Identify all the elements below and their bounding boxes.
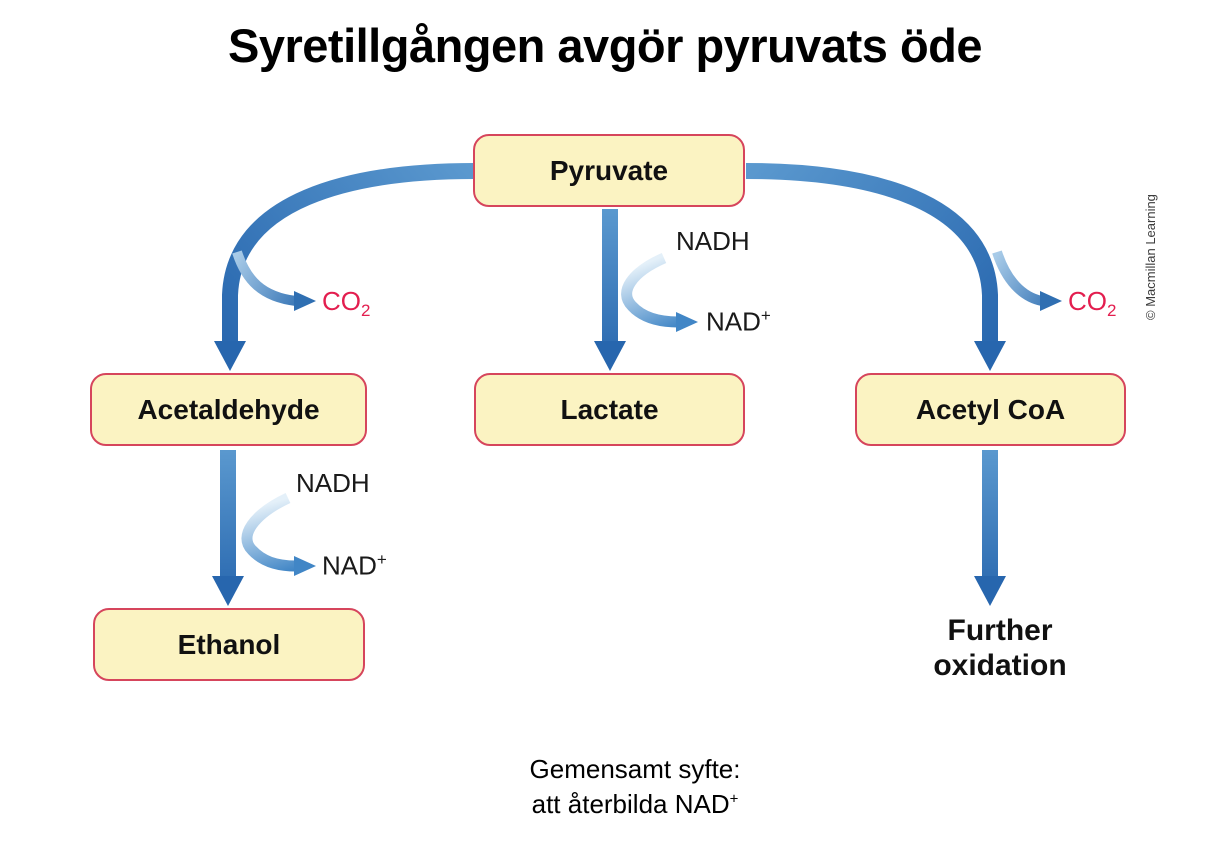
further-oxidation-line1: Further — [947, 614, 1053, 647]
node-further-oxidation: Further oxidation — [905, 614, 1095, 683]
node-acetaldehyde-label: Acetaldehyde — [137, 393, 320, 425]
caption: Gemensamt syfte: att återbilda NAD+ — [440, 752, 830, 822]
node-acetyl-coa-label: Acetyl CoA — [915, 393, 1066, 425]
co2-label-left: CO2 — [322, 286, 371, 321]
node-lactate-label: Lactate — [560, 393, 659, 425]
caption-line2: att återbilda NAD+ — [531, 789, 739, 820]
arrow-pyruvate-to-acetylcoa — [745, 163, 1006, 371]
node-ethanol: Ethanol — [93, 608, 365, 681]
nadh-label-left: NADH — [296, 468, 370, 498]
arrow-co2-left — [232, 250, 316, 311]
nad-plus-label-center: NAD+ — [706, 306, 771, 337]
arrow-co2-right — [992, 250, 1062, 311]
node-acetaldehyde: Acetaldehyde — [90, 373, 367, 446]
arrow-acetaldehyde-to-ethanol — [212, 450, 244, 606]
nad-plus-label-left: NAD+ — [322, 550, 387, 581]
node-ethanol-label: Ethanol — [177, 628, 281, 660]
slide-title: Syretillgången avgör pyruvats öde — [228, 19, 983, 72]
node-acetyl-coa: Acetyl CoA — [855, 373, 1126, 446]
node-pyruvate: Pyruvate — [473, 134, 745, 207]
node-lactate: Lactate — [474, 373, 745, 446]
arrow-nadh-to-nad-center — [621, 252, 698, 332]
arrow-pyruvate-to-lactate — [594, 209, 626, 371]
co2-label-right: CO2 — [1068, 286, 1117, 321]
nadh-label-center: NADH — [676, 226, 750, 256]
node-pyruvate-label: Pyruvate — [549, 154, 669, 186]
arrow-nadh-to-nad-left — [241, 493, 316, 576]
further-oxidation-line2: oxidation — [933, 648, 1067, 682]
caption-line1: Gemensamt syfte: — [529, 754, 741, 784]
arrow-acetylcoa-to-further-oxidation — [974, 450, 1006, 606]
copyright-credit: © Macmillan Learning — [1143, 194, 1158, 320]
arrow-pyruvate-to-acetaldehyde — [214, 163, 475, 371]
